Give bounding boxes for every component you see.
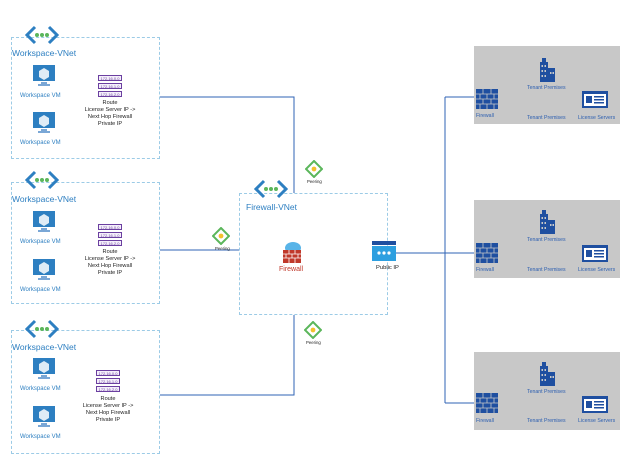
tenant-premises-label: Tenant Premises xyxy=(527,237,566,243)
vnet-title: Workspace-VNet xyxy=(12,194,77,204)
route-table-ip: 172.16.0.0 xyxy=(98,75,122,81)
route-table-ip: 172.16.0.0 xyxy=(96,370,120,376)
peering-icon xyxy=(305,160,323,178)
vnet-title: Firewall-VNet xyxy=(246,202,298,212)
firewall-icon xyxy=(476,393,498,413)
workspace-vnet-box xyxy=(11,37,160,159)
vnet-icon xyxy=(25,319,59,339)
vm-label: Workspace VM xyxy=(20,386,61,392)
public-ip-label: Public IP xyxy=(376,265,399,271)
route-table-ip: 172.16.2.0 xyxy=(98,240,122,246)
vm-icon xyxy=(33,406,55,427)
tenant-firewall-label: Firewall xyxy=(476,418,494,424)
firewall-label: Firewall xyxy=(279,266,304,273)
peering-label: Peering xyxy=(307,179,322,184)
route-table-ip: 172.16.0.0 xyxy=(98,224,122,230)
building-icon xyxy=(540,362,555,386)
route-table-ip: 172.16.2.0 xyxy=(98,91,122,97)
license-servers-label: License Servers xyxy=(578,267,616,273)
license-servers-label: License Servers xyxy=(578,115,616,121)
license-server-icon xyxy=(582,396,608,413)
firewall-icon xyxy=(476,89,498,109)
building-icon xyxy=(540,58,555,82)
firewall-icon xyxy=(476,243,498,263)
vnet-title: Workspace-VNet xyxy=(12,342,77,352)
workspace-vnet-box xyxy=(11,330,160,454)
tenant-premises-label: Tenant Premises xyxy=(527,115,566,121)
route-table-ip: 172.16.2.0 xyxy=(96,386,120,392)
firewall-vnet-box xyxy=(239,193,388,315)
workspace-vnet-box xyxy=(11,182,160,304)
vm-label: Workspace VM xyxy=(20,434,61,440)
vnet-icon xyxy=(254,179,288,199)
tenant-premises-box xyxy=(474,46,620,124)
vnet-title: Workspace-VNet xyxy=(12,48,77,58)
peering-icon xyxy=(212,227,230,245)
license-server-icon xyxy=(582,245,608,262)
license-server-icon xyxy=(582,91,608,108)
vnet-icon xyxy=(25,170,59,190)
tenant-premises-label: Tenant Premises xyxy=(527,267,566,273)
route-table-ip: 172.16.1.0 xyxy=(96,378,120,384)
peering-label: Peering xyxy=(215,246,230,251)
tenant-premises-box xyxy=(474,352,620,430)
vm-label: Workspace VM xyxy=(20,140,61,146)
vm-label: Workspace VM xyxy=(20,93,61,99)
vnet-icon xyxy=(25,25,59,45)
tenant-premises-label: Tenant Premises xyxy=(527,389,566,395)
tenant-firewall-label: Firewall xyxy=(476,267,494,273)
vm-label: Workspace VM xyxy=(20,287,61,293)
building-icon xyxy=(540,210,555,234)
vm-icon xyxy=(33,358,55,379)
tenant-premises-label: Tenant Premises xyxy=(527,85,566,91)
route-table-ip: 172.16.1.0 xyxy=(98,232,122,238)
route-table-ip: 172.16.1.0 xyxy=(98,83,122,89)
vm-icon xyxy=(33,259,55,280)
vm-icon xyxy=(33,211,55,232)
tenant-firewall-label: Firewall xyxy=(476,113,494,119)
public-ip-icon xyxy=(372,241,396,261)
peering-label: Peering xyxy=(306,340,321,345)
tenant-premises-label: Tenant Premises xyxy=(527,418,566,424)
license-servers-label: License Servers xyxy=(578,418,616,424)
peering-icon xyxy=(304,321,322,339)
vm-icon xyxy=(33,65,55,86)
tenant-premises-box xyxy=(474,200,620,278)
azure-firewall-icon xyxy=(283,242,301,263)
vm-label: Workspace VM xyxy=(20,239,61,245)
vm-icon xyxy=(33,112,55,133)
